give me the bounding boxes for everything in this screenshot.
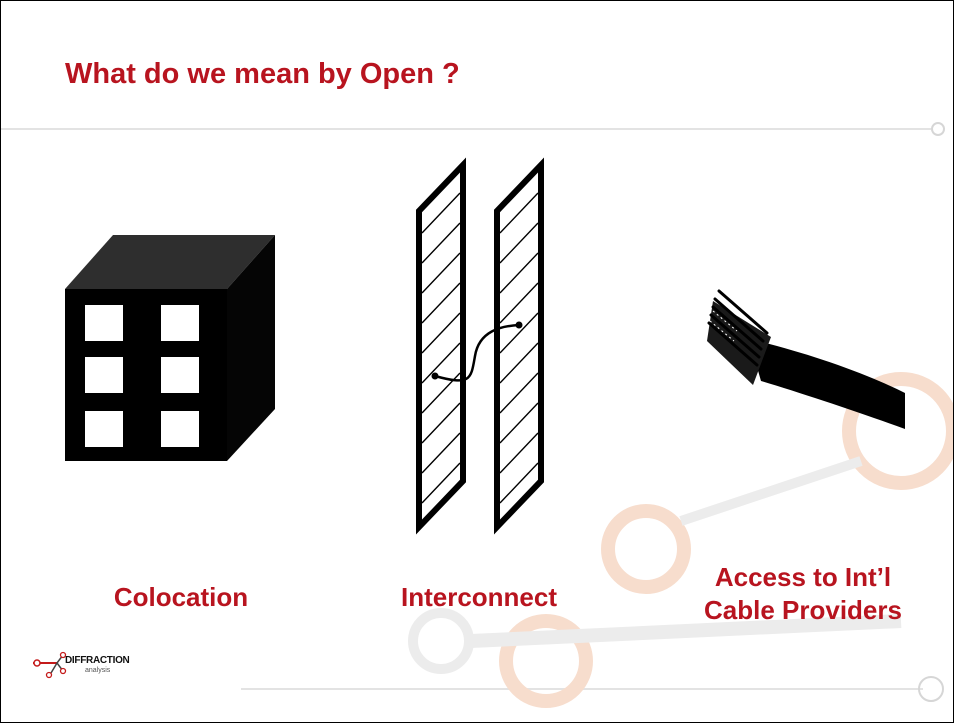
caption-access-line-1: Access to Int’l bbox=[714, 562, 892, 592]
logo-name: DIFFRACTION bbox=[65, 655, 130, 666]
diffraction-logo-icon bbox=[33, 651, 67, 679]
logo-subtitle: analysis bbox=[85, 667, 111, 674]
caption-access-line-2: Cable Providers bbox=[704, 595, 902, 625]
caption-colocation: Colocation bbox=[113, 582, 249, 612]
decor-circle-gray bbox=[408, 608, 474, 674]
caption-access-cable-providers: Access to Int’l Cable Providers bbox=[673, 561, 933, 627]
decor-circle-mid bbox=[601, 504, 691, 594]
divider-end-circle bbox=[931, 122, 945, 136]
decor-line-1 bbox=[679, 456, 863, 526]
decor-line-2 bbox=[470, 614, 902, 648]
patch-cable bbox=[434, 323, 520, 382]
decor-circle-low bbox=[499, 614, 593, 708]
decor-circle-large bbox=[842, 372, 953, 490]
footer-end-circle bbox=[918, 676, 944, 702]
slide-title: What do we mean by Open ? bbox=[65, 58, 460, 90]
caption-interconnect: Interconnect bbox=[400, 582, 558, 612]
